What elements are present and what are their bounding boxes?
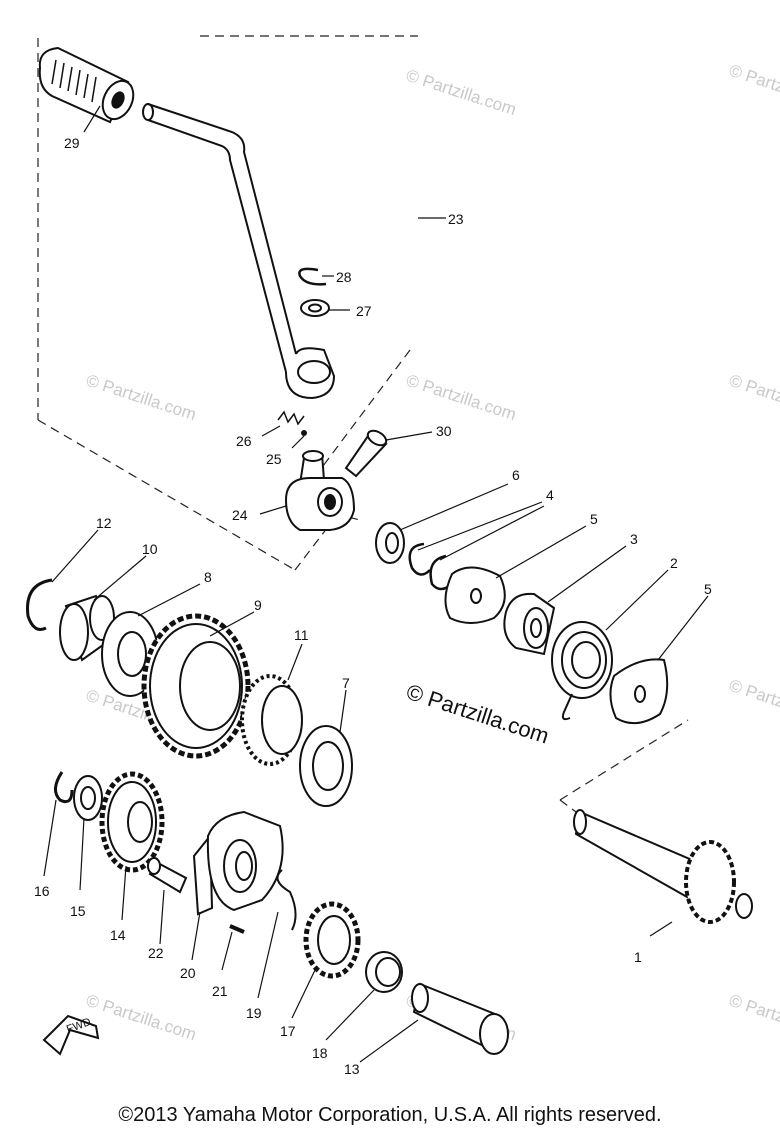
part-number-5a: 5 (590, 511, 598, 527)
ball-part (301, 430, 307, 436)
part-number-29: 29 (64, 135, 80, 151)
watermark: © Partzilla.com (404, 66, 519, 119)
part-number-15: 15 (70, 903, 86, 919)
watermark: © Partzilla.com (727, 61, 780, 114)
washer-part (73, 775, 103, 821)
part-number-11: 11 (294, 627, 309, 643)
plate-part (609, 658, 669, 725)
needle-bearing-part (240, 674, 303, 766)
copyright-notice: ©2013 Yamaha Motor Corporation, U.S.A. A… (118, 1104, 662, 1126)
part-number-6: 6 (512, 467, 520, 483)
spring-clip-part (365, 951, 403, 993)
clip-part (276, 869, 297, 931)
part-number-26: 26 (236, 433, 252, 449)
watermark: © Partzilla.com (727, 991, 780, 1044)
bolt-part (147, 857, 188, 894)
pin-part (229, 924, 245, 934)
part-number-23: 23 (448, 211, 464, 227)
circlip-part (54, 771, 74, 804)
circlip-part (26, 578, 53, 631)
watermark-layer: © Partzilla.com © Partzilla.com © Partzi… (84, 61, 780, 1044)
kick-lever-part (142, 103, 336, 400)
return-spring-part (551, 621, 613, 721)
washer-part (300, 299, 330, 317)
ratchet-gear-part (303, 901, 361, 979)
part-number-22: 22 (148, 945, 164, 961)
part-number-16: 16 (34, 883, 50, 899)
part-number-4: 4 (546, 487, 554, 503)
part-number-19: 19 (246, 1005, 262, 1021)
part-number-12: 12 (96, 515, 112, 531)
washer-part (375, 522, 405, 564)
spring-part (277, 410, 305, 426)
kick-boss-part (284, 450, 356, 531)
ratchet-sleeve-part (411, 982, 509, 1055)
part-number-7: 7 (342, 675, 350, 691)
kick-axle-part (573, 809, 753, 924)
part-number-2: 2 (670, 555, 678, 571)
part-number-14: 14 (110, 927, 126, 943)
watermark: © Partzilla.com (84, 371, 199, 424)
part-number-20: 20 (180, 965, 196, 981)
part-number-28: 28 (336, 269, 352, 285)
bolt-part (344, 429, 388, 478)
part-number-25: 25 (266, 451, 282, 467)
kick-grip-part (38, 46, 135, 124)
part-number-3: 3 (630, 531, 638, 547)
leader-lines (43, 105, 709, 1063)
watermark: © Partzilla.com (404, 371, 519, 424)
part-number-21: 21 (212, 983, 228, 999)
part-number-30: 30 (436, 423, 452, 439)
part-numbers: 29 23 28 27 26 25 24 30 6 4 5 3 2 5 12 1… (34, 135, 712, 1077)
idler-gear-part (99, 771, 165, 873)
watermark-central: © Partzilla.com (403, 679, 552, 749)
washer-part (299, 725, 353, 807)
collar-part (59, 594, 115, 662)
part-number-27: 27 (356, 303, 372, 319)
part-number-8: 8 (204, 569, 212, 585)
part-number-18: 18 (312, 1045, 328, 1061)
part-number-24: 24 (232, 507, 248, 523)
part-number-17: 17 (280, 1023, 296, 1039)
circlip-part (298, 267, 327, 286)
collar-part (503, 592, 556, 656)
plate-part (444, 566, 506, 624)
part-number-10: 10 (142, 541, 158, 557)
part-number-13: 13 (344, 1061, 360, 1077)
forward-arrow-icon: FWD (42, 1014, 100, 1056)
watermark: © Partzilla.com (84, 991, 199, 1044)
part-number-9: 9 (254, 597, 262, 613)
ratchet-guide-part (192, 810, 284, 916)
circlip-part (408, 542, 453, 591)
part-number-5b: 5 (704, 581, 712, 597)
part-number-1: 1 (634, 949, 642, 965)
watermark: © Partzilla.com (727, 371, 780, 424)
watermark: © Partzilla.com (727, 676, 780, 729)
kick-gear-part (141, 613, 251, 759)
